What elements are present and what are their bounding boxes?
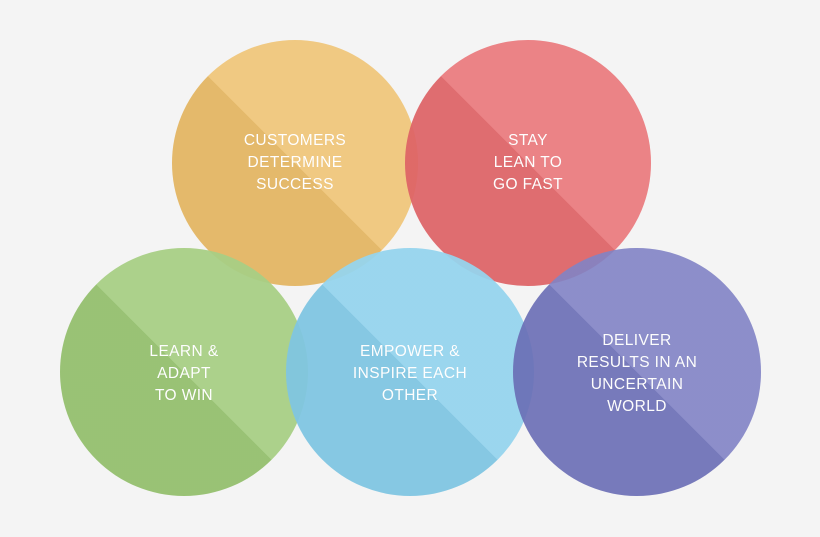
venn-circle-lean[interactable]: STAY LEAN TO GO FAST: [405, 40, 651, 286]
venn-circle-learn[interactable]: LEARN & ADAPT TO WIN: [60, 248, 308, 496]
venn-circle-learn-label: LEARN & ADAPT TO WIN: [149, 343, 219, 404]
venn-circle-deliver-label: DELIVER RESULTS IN AN UNCERTAIN WORLD: [576, 332, 698, 415]
venn-circle-customers[interactable]: CUSTOMERS DETERMINE SUCCESS: [172, 40, 418, 286]
venn-circle-lean-label: STAY LEAN TO GO FAST: [493, 132, 563, 193]
venn-circle-customers-label: CUSTOMERS DETERMINE SUCCESS: [243, 132, 347, 193]
venn-circle-deliver[interactable]: DELIVER RESULTS IN AN UNCERTAIN WORLD: [513, 248, 761, 496]
venn-circle-empower[interactable]: EMPOWER & INSPIRE EACH OTHER: [286, 248, 534, 496]
venn-circle-empower-label: EMPOWER & INSPIRE EACH OTHER: [352, 343, 468, 404]
